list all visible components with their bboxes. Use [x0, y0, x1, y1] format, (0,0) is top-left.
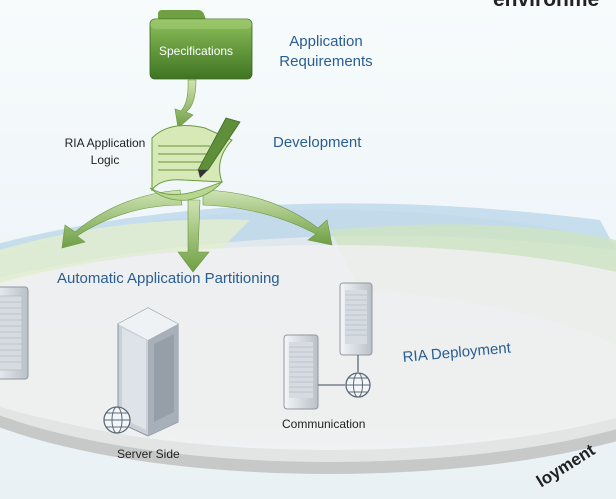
- folder-icon: [149, 10, 253, 80]
- document-pen-icon: [149, 117, 241, 201]
- application-requirements-label: Application Requirements: [270, 32, 382, 72]
- partition-arrows: [61, 79, 333, 273]
- ria-logic-label: RIA Application Logic: [57, 135, 153, 169]
- folder-label: Specifications: [159, 44, 234, 58]
- header-title-fragment: environme: [493, 0, 599, 12]
- comm-server-left-icon: [283, 334, 319, 410]
- server-tower-icon: [117, 307, 179, 437]
- comm-server-right-icon: [339, 282, 373, 356]
- server-side-label: Server Side: [117, 447, 180, 461]
- communication-label: Communication: [282, 417, 366, 431]
- partitioning-label: Automatic Application Partitioning: [57, 270, 280, 287]
- development-label: Development: [273, 134, 362, 151]
- globe-icon-server: [103, 406, 131, 434]
- ria-logic-line2: Logic: [90, 153, 120, 167]
- app-req-line2: Requirements: [279, 53, 373, 70]
- globe-icon-communication: [345, 372, 371, 398]
- connection-lines: [318, 355, 359, 386]
- ria-logic-line1: RIA Application: [64, 136, 146, 150]
- left-server-icon: [0, 286, 29, 380]
- app-req-line1: Application: [289, 33, 363, 50]
